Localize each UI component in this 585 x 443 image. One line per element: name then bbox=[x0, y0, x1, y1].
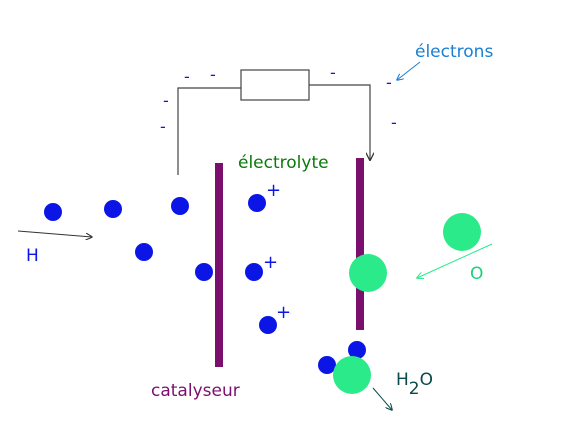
electrolyte-label: électrolyte bbox=[238, 153, 329, 173]
hydrogen-atom bbox=[104, 200, 122, 218]
hydrogen-particles bbox=[44, 194, 366, 374]
oxygen-atom bbox=[333, 356, 371, 394]
hydrogen-label: H bbox=[26, 246, 39, 266]
electron-sign: - bbox=[184, 67, 190, 86]
hydrogen-atom bbox=[195, 263, 213, 281]
plus-sign: + bbox=[276, 302, 291, 323]
hydrogen-atom bbox=[44, 203, 62, 221]
oxygen-atom bbox=[443, 213, 481, 251]
water-label: H2O bbox=[396, 370, 433, 399]
hydrogen-atom bbox=[135, 243, 153, 261]
electron-sign: - bbox=[391, 113, 397, 132]
hydrogen-atom bbox=[171, 197, 189, 215]
circuit-wire-left bbox=[177, 87, 241, 175]
cathode-electrode bbox=[356, 158, 364, 330]
hydrogen-ion bbox=[245, 263, 263, 281]
catalyseur-label: catalyseur bbox=[151, 381, 240, 401]
oxygen-atom bbox=[349, 254, 387, 292]
electrons-pointer bbox=[397, 61, 421, 80]
water-label-h: H bbox=[396, 370, 409, 390]
resistor bbox=[240, 69, 310, 101]
water-label-subscript: 2 bbox=[409, 379, 420, 399]
anode-electrode bbox=[215, 163, 223, 367]
hydrogen-ion bbox=[259, 316, 277, 334]
hydrogen-inlet-arrow bbox=[17, 230, 92, 237]
hydrogen-atom bbox=[348, 341, 366, 359]
hydrogen-atom bbox=[318, 356, 336, 374]
electron-signs: - - - - - - - bbox=[160, 63, 397, 136]
electron-sign: - bbox=[163, 91, 169, 110]
electron-sign: - bbox=[386, 73, 392, 92]
hydrogen-ion bbox=[248, 194, 266, 212]
plus-sign: + bbox=[266, 180, 281, 201]
proton-charges: + + + bbox=[263, 180, 291, 323]
electron-sign: - bbox=[330, 63, 336, 82]
electrons-label: électrons bbox=[415, 42, 493, 62]
water-label-o: O bbox=[420, 370, 433, 390]
electron-sign: - bbox=[210, 65, 216, 84]
plus-sign: + bbox=[263, 252, 278, 273]
circuit-wire-right bbox=[309, 84, 370, 160]
oxygen-inlet-arrow bbox=[417, 243, 493, 278]
water-outlet-arrow bbox=[372, 387, 392, 410]
oxygen-particles bbox=[333, 213, 481, 394]
oxygen-label: O bbox=[470, 264, 483, 284]
electron-sign: - bbox=[160, 117, 166, 136]
